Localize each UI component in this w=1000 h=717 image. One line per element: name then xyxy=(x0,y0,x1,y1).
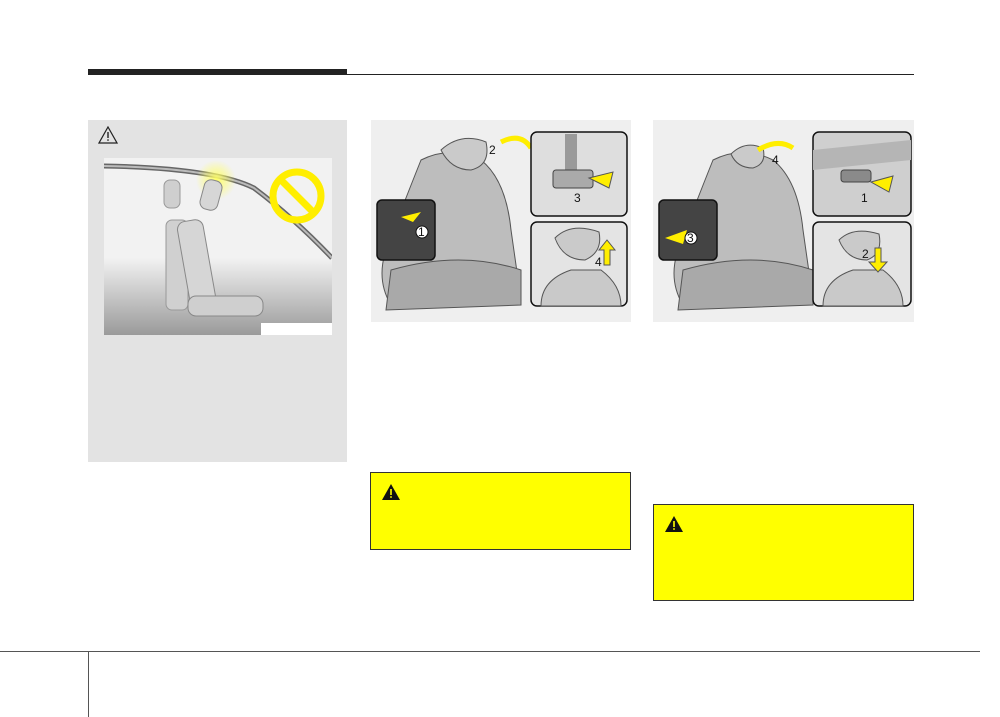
warning-triangle-outline-icon xyxy=(98,126,118,144)
callout-1: 1 xyxy=(418,225,425,239)
footer-divider xyxy=(88,651,89,717)
callout-4: 4 xyxy=(595,255,602,269)
callout-2: 2 xyxy=(862,247,869,261)
figure-headrest-raise: 1 2 3 4 xyxy=(371,120,631,322)
header-rule-thick xyxy=(88,69,347,75)
callout-4: 4 xyxy=(772,153,779,167)
callout-1: 1 xyxy=(861,191,868,205)
caution-box-middle xyxy=(370,472,631,550)
warning-triangle-filled-icon xyxy=(665,516,683,532)
figure-headrest-lower: 1 2 3 4 xyxy=(653,120,914,322)
header-rule-thin xyxy=(347,74,914,75)
callout-2: 2 xyxy=(489,143,496,157)
warning-triangle-filled-icon xyxy=(382,484,400,500)
caution-box-right xyxy=(653,504,914,601)
callout-3: 3 xyxy=(574,191,581,205)
headrest-collision-illustration xyxy=(104,158,332,335)
callout-3: 3 xyxy=(687,231,694,245)
footer-rule xyxy=(0,651,980,652)
